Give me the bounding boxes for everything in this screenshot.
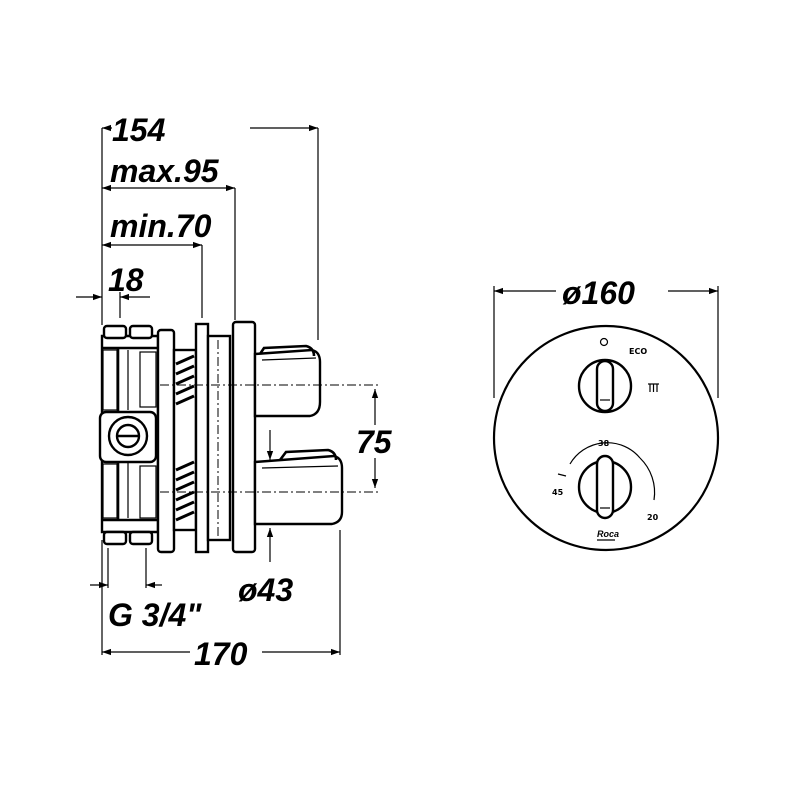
bottom-lug-left <box>102 530 128 546</box>
wall-plate <box>194 322 210 554</box>
dimension-75-label: 75 <box>356 424 393 460</box>
lower-handle <box>253 448 344 526</box>
dimension-75: 75 <box>356 389 393 488</box>
side-view: 154 max.95 min.70 18 <box>76 112 393 672</box>
dimension-g34-label: G 3/4" <box>108 597 202 633</box>
temp-mark-20: 20 <box>647 513 659 522</box>
dimension-18-label: 18 <box>108 262 144 298</box>
dimension-170: 170 <box>102 636 340 672</box>
eco-indicator-dot <box>599 337 609 347</box>
bottom-lug-right <box>128 530 154 546</box>
escutcheon <box>231 320 257 554</box>
dimension-18: 18 <box>76 262 150 318</box>
top-lug-left <box>102 324 128 340</box>
dimension-154: 154 <box>102 112 318 148</box>
escutcheon-plate <box>492 324 720 552</box>
dimension-g34: G 3/4" <box>90 581 202 633</box>
shower-icon <box>648 383 659 392</box>
front-housing <box>156 328 176 554</box>
dimension-160-label: ø160 <box>562 275 635 311</box>
dimension-154-label: 154 <box>112 112 166 148</box>
dimension-160: ø160 <box>493 275 719 398</box>
dimension-min-70-label: min.70 <box>110 208 212 244</box>
dimension-43: ø43 <box>238 430 293 608</box>
eco-label: ECO <box>629 347 647 356</box>
temp-mark-45: 45 <box>552 488 564 497</box>
temperature-scale-arc <box>569 442 641 465</box>
upper-handle <box>253 344 322 418</box>
brand-logo: Roca <box>597 529 619 539</box>
valve-body <box>98 324 160 546</box>
top-lug-right <box>128 324 154 340</box>
extension-lines <box>101 128 341 655</box>
dimension-max-95: max.95 <box>102 153 235 192</box>
flow-control-knob[interactable] <box>577 358 633 414</box>
dimension-max-95-label: max.95 <box>110 153 220 189</box>
dimension-min-70: min.70 <box>102 208 212 249</box>
temp-mark-38: 38 <box>598 439 610 448</box>
hatch-ribs <box>175 354 195 522</box>
cartridge-assembly <box>156 320 257 554</box>
dimension-43-label: ø43 <box>238 572 293 608</box>
front-view: ø160 ECO 38 45 20 <box>492 275 720 552</box>
temperature-control-knob[interactable] <box>577 454 633 520</box>
dimension-170-label: 170 <box>194 636 248 672</box>
